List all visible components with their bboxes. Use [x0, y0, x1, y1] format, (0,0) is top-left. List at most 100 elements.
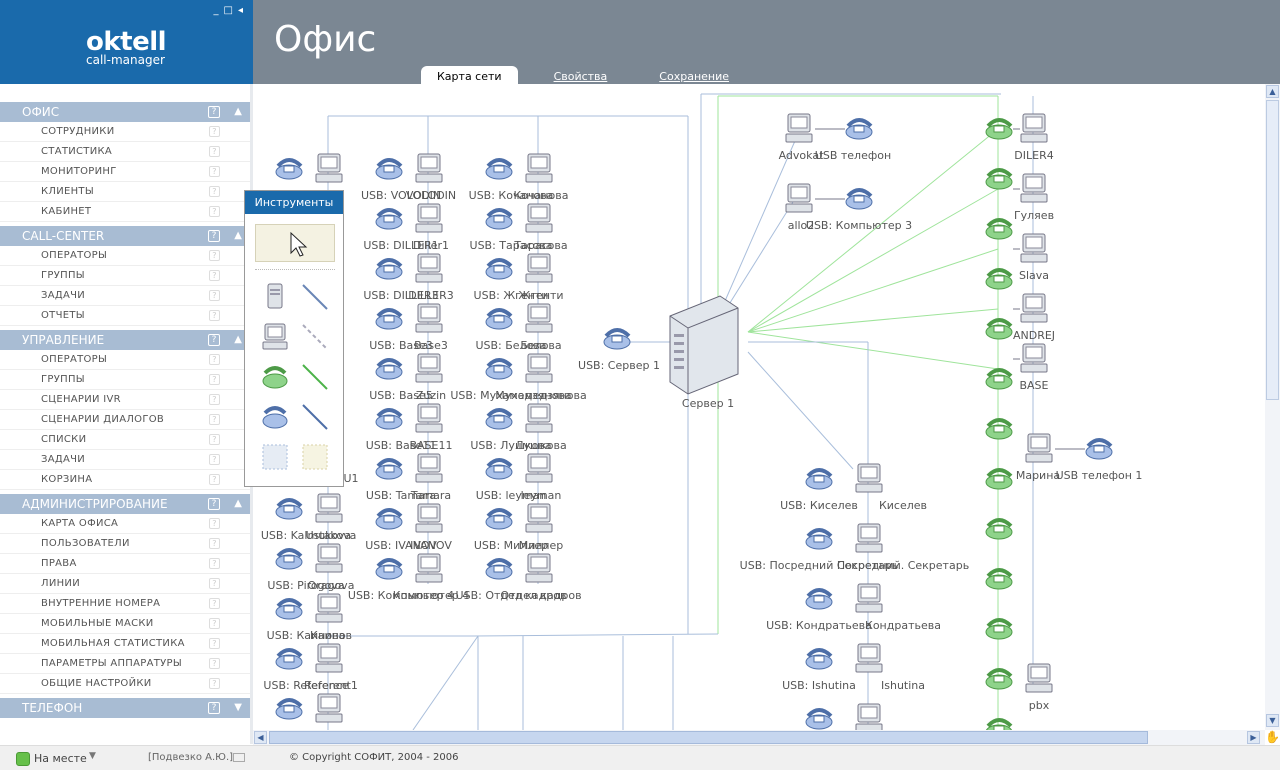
help-icon[interactable]: ?: [209, 126, 220, 137]
sidebar-item[interactable]: КАБИНЕТ?: [0, 202, 250, 222]
phone-icon[interactable]: [985, 118, 1013, 140]
computer-icon[interactable]: [415, 303, 443, 333]
collapse-arrow-icon[interactable]: ▲: [234, 106, 242, 117]
phone-icon[interactable]: [805, 528, 833, 550]
green-link-tool[interactable]: [299, 361, 331, 393]
computer-icon[interactable]: [785, 113, 813, 143]
sidebar-item[interactable]: СПИСКИ?: [0, 430, 250, 450]
sidebar-item[interactable]: ПАРАМЕТРЫ АППАРАТУРЫ?: [0, 654, 250, 674]
computer-icon[interactable]: [415, 353, 443, 383]
phone-icon[interactable]: [985, 568, 1013, 590]
sidebar-section-0[interactable]: ОФИС?▲: [0, 102, 250, 122]
phone-icon[interactable]: [985, 468, 1013, 490]
computer-icon[interactable]: [525, 553, 553, 583]
computer-icon[interactable]: [1020, 233, 1048, 263]
help-icon[interactable]: ?: [208, 230, 220, 242]
collapse-arrow-icon[interactable]: ▲: [234, 334, 242, 345]
sidebar-item[interactable]: ГРУППЫ?: [0, 266, 250, 286]
server-icon[interactable]: [669, 295, 739, 395]
computer-icon[interactable]: [415, 503, 443, 533]
sidebar-section-4[interactable]: ТЕЛЕФОН?▼: [0, 698, 250, 718]
sidebar-section-2[interactable]: УПРАВЛЕНИЕ?▲: [0, 330, 250, 350]
server-tool[interactable]: [259, 281, 291, 313]
expand-arrow-icon[interactable]: ▼: [234, 702, 242, 713]
phone-icon[interactable]: [485, 358, 513, 380]
phone-icon[interactable]: [375, 508, 403, 530]
phone-icon[interactable]: [985, 218, 1013, 240]
tab-network-map[interactable]: Карта сети: [421, 66, 518, 84]
yellow-area-tool[interactable]: [299, 441, 331, 473]
phone-icon[interactable]: [485, 558, 513, 580]
phone-icon[interactable]: [485, 458, 513, 480]
sidebar-item[interactable]: ОПЕРАТОРЫ?: [0, 350, 250, 370]
computer-icon[interactable]: [315, 693, 343, 723]
scroll-right-icon[interactable]: ▶: [1247, 731, 1260, 744]
minimize-icon[interactable]: _: [213, 5, 219, 16]
phone-icon[interactable]: [985, 368, 1013, 390]
status-indicator-icon[interactable]: [16, 752, 30, 766]
sidebar-item[interactable]: ПОЛЬЗОВАТЕЛИ?: [0, 534, 250, 554]
computer-icon[interactable]: [525, 303, 553, 333]
blue-area-tool[interactable]: [259, 441, 291, 473]
phone-icon[interactable]: [603, 328, 631, 350]
link-tool[interactable]: [299, 281, 331, 313]
phone-icon[interactable]: [985, 418, 1013, 440]
help-icon[interactable]: ?: [209, 270, 220, 281]
horizontal-scroll-thumb[interactable]: [269, 731, 1148, 744]
phone-icon[interactable]: [485, 408, 513, 430]
phone-icon[interactable]: [485, 258, 513, 280]
help-icon[interactable]: ?: [208, 334, 220, 346]
computer-icon[interactable]: [415, 253, 443, 283]
help-icon[interactable]: ?: [209, 658, 220, 669]
phone-icon[interactable]: [275, 548, 303, 570]
phone-icon[interactable]: [805, 468, 833, 490]
mail-icon[interactable]: [233, 753, 245, 762]
vertical-scroll-thumb[interactable]: [1266, 100, 1279, 400]
sidebar-item[interactable]: ОТЧЕТЫ?: [0, 306, 250, 326]
phone-icon[interactable]: [805, 648, 833, 670]
pointer-tool[interactable]: [255, 224, 335, 262]
help-icon[interactable]: ?: [209, 146, 220, 157]
phone-icon[interactable]: [845, 118, 873, 140]
phone-icon[interactable]: [1085, 438, 1113, 460]
help-icon[interactable]: ?: [209, 678, 220, 689]
help-icon[interactable]: ?: [209, 374, 220, 385]
green-phone-tool[interactable]: [259, 361, 291, 393]
phone-icon[interactable]: [275, 498, 303, 520]
phone-icon[interactable]: [375, 558, 403, 580]
computer-tool[interactable]: [259, 321, 291, 353]
computer-icon[interactable]: [855, 703, 883, 730]
computer-icon[interactable]: [855, 643, 883, 673]
computer-icon[interactable]: [1025, 433, 1053, 463]
computer-icon[interactable]: [525, 403, 553, 433]
computer-icon[interactable]: [1020, 343, 1048, 373]
computer-icon[interactable]: [525, 203, 553, 233]
phone-icon[interactable]: [985, 668, 1013, 690]
sidebar-item[interactable]: ВНУТРЕННИЕ НОМЕРА?: [0, 594, 250, 614]
scroll-up-icon[interactable]: ▲: [1266, 85, 1279, 98]
sidebar-item[interactable]: КОРЗИНА?: [0, 470, 250, 490]
help-icon[interactable]: ?: [209, 166, 220, 177]
computer-icon[interactable]: [525, 153, 553, 183]
computer-icon[interactable]: [1020, 173, 1048, 203]
dashed-link-tool[interactable]: [299, 321, 331, 353]
computer-icon[interactable]: [525, 353, 553, 383]
sidebar-item[interactable]: СОТРУДНИКИ?: [0, 122, 250, 142]
computer-icon[interactable]: [1020, 113, 1048, 143]
collapse-icon[interactable]: ◂: [237, 5, 243, 16]
tab-properties[interactable]: Свойства: [553, 70, 608, 83]
sidebar-item[interactable]: СТАТИСТИКА?: [0, 142, 250, 162]
sidebar-item[interactable]: МОБИЛЬНАЯ СТАТИСТИКА?: [0, 634, 250, 654]
status-label[interactable]: На месте: [34, 752, 87, 765]
sidebar-item[interactable]: МОНИТОРИНГ?: [0, 162, 250, 182]
phone-icon[interactable]: [275, 158, 303, 180]
sidebar-item[interactable]: ЛИНИИ?: [0, 574, 250, 594]
vertical-scrollbar[interactable]: ▲ ▼: [1265, 84, 1280, 730]
computer-icon[interactable]: [525, 503, 553, 533]
sidebar-item[interactable]: СЦЕНАРИИ IVR?: [0, 390, 250, 410]
computer-icon[interactable]: [415, 553, 443, 583]
phone-icon[interactable]: [375, 258, 403, 280]
help-icon[interactable]: ?: [209, 618, 220, 629]
sidebar-item[interactable]: ОПЕРАТОРЫ?: [0, 246, 250, 266]
blue-link-tool[interactable]: [299, 401, 331, 433]
